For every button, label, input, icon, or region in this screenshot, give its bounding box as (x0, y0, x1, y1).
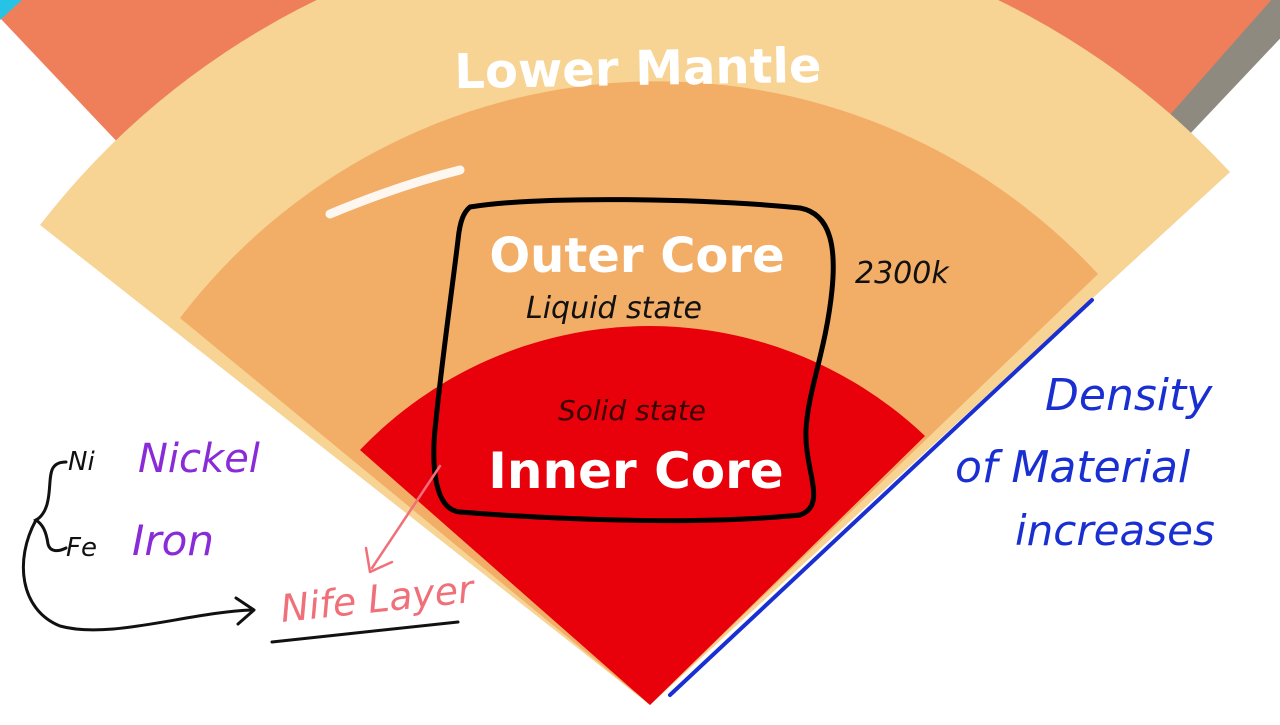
inner-core-layer (360, 326, 925, 705)
outer-core-label: Outer Core (489, 228, 784, 284)
lower-mantle-label: Lower Mantle (454, 38, 822, 100)
fe-symbol: Fe (66, 533, 97, 563)
temperature-note: 2300k (855, 256, 950, 291)
element-brace (36, 462, 66, 551)
nife-pointer-arrowhead (366, 548, 392, 572)
nife-layer-note: Nife Layer (278, 567, 478, 631)
nickel-note: Nickel (138, 436, 260, 482)
liquid-state-note: Liquid state (526, 291, 702, 326)
iron-note: Iron (132, 516, 214, 565)
solid-state-note: Solid state (558, 394, 706, 427)
inner-core-label: Inner Core (488, 442, 783, 500)
density-note-line1: Density (1045, 370, 1213, 421)
ni-symbol: Ni (68, 447, 95, 477)
density-note-line2: of Material (955, 442, 1191, 493)
density-note-line3: increases (1015, 506, 1215, 555)
